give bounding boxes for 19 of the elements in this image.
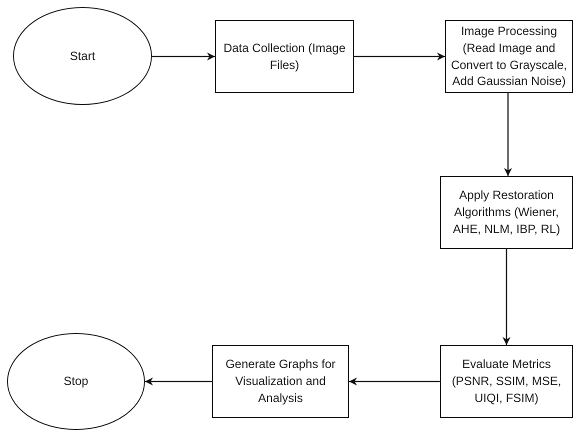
terminal-ellipse — [13, 7, 152, 105]
node-label: Generate Graphs for Visualization and Analysis — [224, 356, 337, 407]
arrow — [504, 93, 512, 176]
node-label: Apply Restoration Algorithms (Wiener, AHE, NLM, IBP, RL) — [452, 187, 562, 238]
arrow — [354, 52, 445, 60]
process-box — [215, 20, 354, 93]
node-label: Data Collection (Image Files) — [222, 40, 347, 74]
node-label: Evaluate Metrics (PSNR, SSIM, MSE, UIQI, FSIM) — [450, 356, 562, 407]
process-box — [212, 345, 349, 418]
process-box — [440, 176, 573, 249]
node-label: Start — [70, 48, 96, 64]
terminal-ellipse — [7, 333, 145, 430]
process-box — [440, 345, 573, 418]
arrow — [145, 378, 212, 386]
arrow — [349, 378, 440, 386]
arrow — [152, 52, 215, 60]
node-label: Stop — [64, 373, 88, 390]
arrow — [502, 249, 510, 345]
node-label: Image Processing (Read Image and Convert to Grayscale, Add Gaussian Noise) — [450, 22, 568, 90]
